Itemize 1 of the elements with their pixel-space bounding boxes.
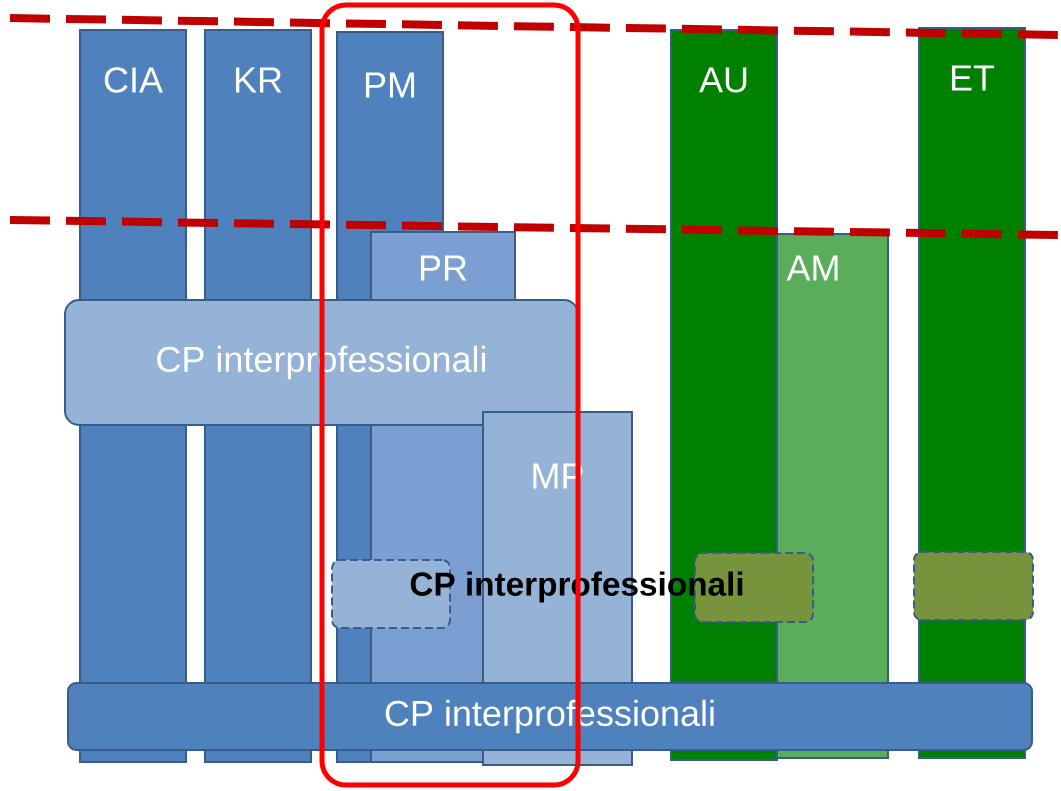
- dashed-box: [913, 551, 1034, 621]
